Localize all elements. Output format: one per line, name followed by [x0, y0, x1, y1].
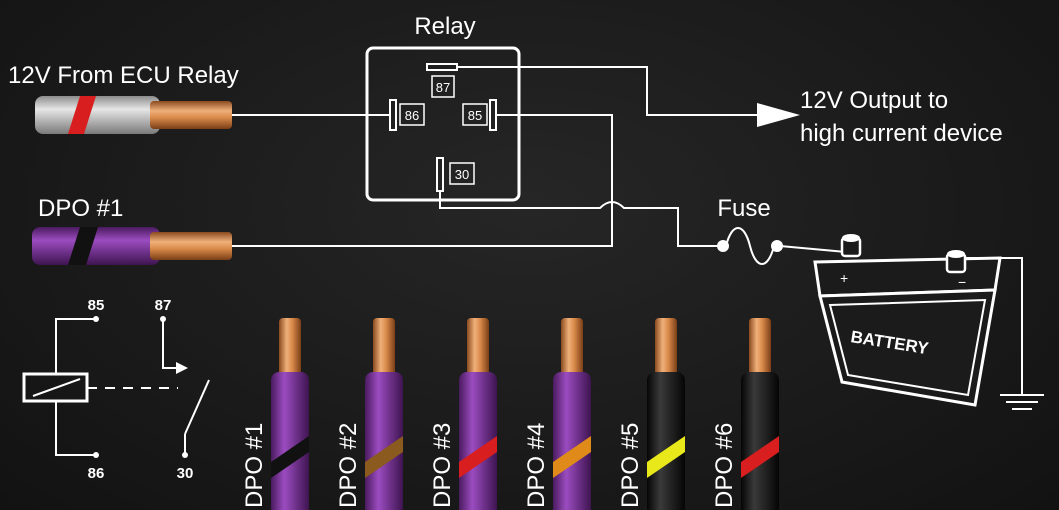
wire-85-dpo [232, 114, 613, 247]
dpo-wire-label: DPO #2 [335, 423, 362, 508]
relay-box [365, 46, 521, 202]
fuse-terminal-left [717, 240, 729, 252]
wire-stripe [553, 436, 591, 478]
dpo-wire-label: DPO #4 [523, 423, 550, 508]
schematic-label-30: 30 [177, 465, 194, 482]
dpo-wire-3: DPO #3 [429, 318, 497, 510]
dpo1-wire [32, 227, 232, 265]
fuse-terminal-right [771, 240, 783, 252]
schematic-dot-30 [182, 452, 188, 458]
relay-schematic [22, 318, 210, 456]
schematic-label-86: 86 [88, 465, 105, 482]
wire-stripe [647, 436, 685, 478]
output-label-line2: high current device [800, 120, 1003, 147]
relay-pin-86-label: 86 [405, 108, 419, 123]
relay-pin-87-box [431, 75, 455, 98]
relay-pin-30-blade [436, 157, 444, 192]
wire-87-output [457, 66, 760, 116]
relay-pin-85-box [462, 103, 488, 126]
arrow-icon [757, 103, 800, 127]
schematic-arrow [176, 362, 188, 374]
ecu-wire [35, 96, 232, 134]
schematic-dot-87 [160, 316, 166, 322]
dpo-wire-5: DPO #5 [617, 318, 685, 510]
schematic-label-85: 85 [88, 297, 105, 314]
dpo-wire-label: DPO #5 [617, 423, 644, 508]
relay-pin-87-blade [426, 63, 458, 71]
dpo-wire-6: DPO #6 [711, 318, 779, 510]
wire-stripe [365, 436, 403, 478]
relay-pin-30-box [449, 162, 475, 185]
schematic-dot-85 [93, 316, 99, 322]
dpo-wire-label: DPO #1 [241, 423, 268, 508]
wire-stripe [271, 436, 309, 478]
fuse-icon [725, 227, 775, 265]
output-label-line1: 12V Output to [800, 87, 948, 114]
relay-pin-87-label: 87 [436, 80, 450, 95]
battery-plus: + [840, 270, 848, 286]
wire-stripe [741, 436, 779, 478]
relay-pin-85-label: 85 [468, 108, 482, 123]
relay-pin-85-blade [489, 99, 497, 131]
wire-color-legend: DPO #1 DPO #2 DPO #3 DPO #4 DPO #5 DPO #6 [241, 318, 779, 510]
battery-icon [813, 234, 1002, 407]
relay-title: Relay [414, 13, 475, 40]
battery-minus: − [958, 274, 966, 290]
schematic-label-87: 87 [155, 297, 172, 314]
wire-stripe [459, 436, 497, 478]
relay-pin-30-label: 30 [455, 167, 469, 182]
wire-fuse-battery [779, 245, 847, 253]
ecu-input-label: 12V From ECU Relay [8, 62, 239, 89]
dpo-input-label: DPO #1 [38, 195, 123, 222]
dpo-wire-2: DPO #2 [335, 318, 403, 510]
dpo-wire-4: DPO #4 [523, 318, 591, 510]
dpo-wire-1: DPO #1 [241, 318, 309, 510]
relay-pin-86-blade [389, 99, 397, 131]
dpo-wire-label: DPO #6 [711, 423, 738, 508]
schematic-dot-86 [93, 452, 99, 458]
fuse-label: Fuse [717, 195, 770, 222]
relay-pin-86-box [399, 103, 425, 126]
dpo-wire-label: DPO #3 [429, 423, 456, 508]
wire-30-fuse [439, 191, 720, 247]
